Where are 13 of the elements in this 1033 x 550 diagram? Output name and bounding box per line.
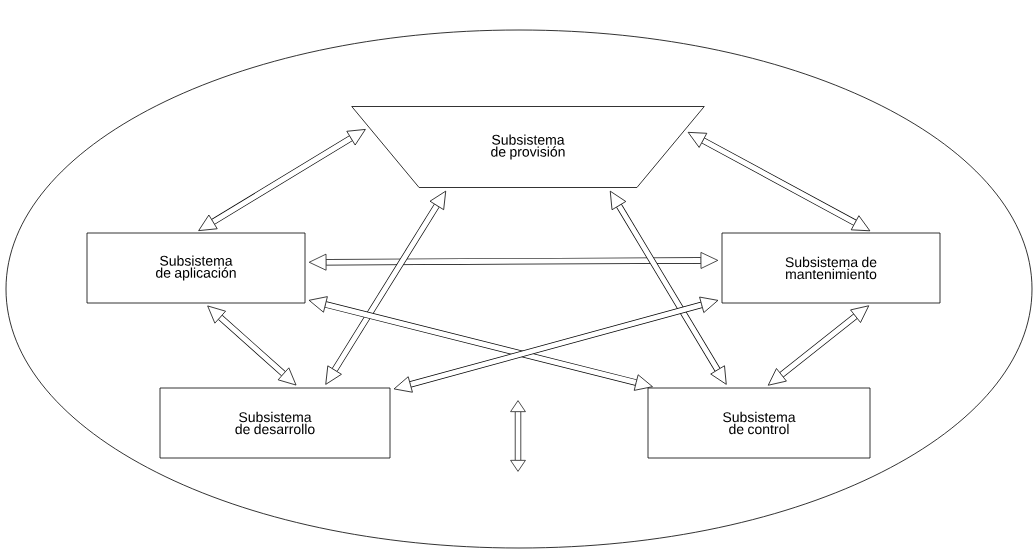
- process-box: Subsistema de control: [647, 387, 871, 459]
- double-arrow: [207, 305, 297, 386]
- process-box: Subsistema de desarrollo: [159, 387, 391, 459]
- process-box: Subsistema de mantenimiento: [721, 232, 941, 304]
- double-arrow: [325, 190, 447, 385]
- double-arrow: [198, 129, 366, 231]
- process-box: Subsistema de aplicación: [86, 232, 306, 304]
- double-arrow: [393, 296, 719, 393]
- double-arrow: [767, 305, 870, 386]
- double-arrow: [308, 296, 653, 391]
- double-arrow: [308, 252, 719, 271]
- double-arrow: [687, 132, 871, 232]
- double-arrow: [609, 190, 727, 385]
